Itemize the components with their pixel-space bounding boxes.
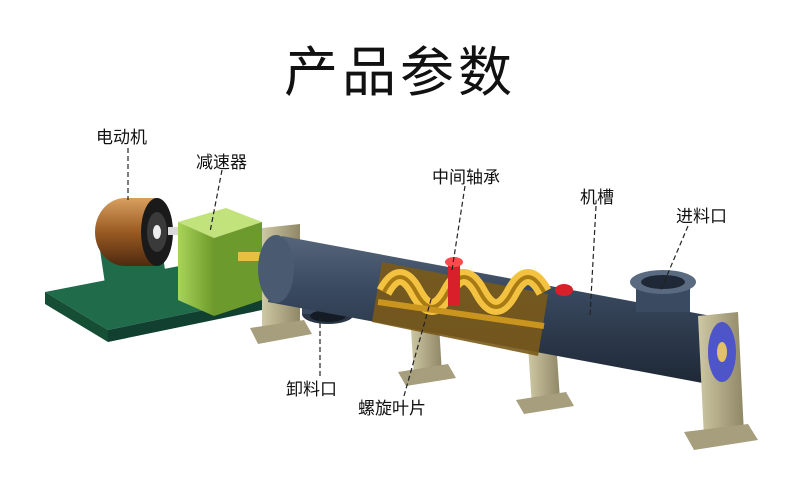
label-reducer: 减速器 bbox=[196, 153, 247, 173]
reducer bbox=[178, 208, 272, 316]
support-right bbox=[684, 312, 758, 450]
motor bbox=[95, 198, 186, 304]
leader-lines bbox=[127, 148, 689, 397]
label-inlet: 进料口 bbox=[676, 207, 727, 227]
label-trough: 机槽 bbox=[580, 188, 614, 208]
page-title: 产品参数 bbox=[284, 41, 516, 104]
label-motor: 电动机 bbox=[96, 128, 147, 148]
middle-bearing bbox=[445, 257, 573, 306]
spiral-blade bbox=[372, 262, 552, 356]
label-outlet: 卸料口 bbox=[286, 380, 337, 400]
support-middle-2 bbox=[516, 340, 574, 414]
label-blade: 螺旋叶片 bbox=[358, 399, 426, 419]
inlet-pipe bbox=[630, 270, 696, 312]
label-middle-bearing: 中间轴承 bbox=[432, 168, 500, 188]
